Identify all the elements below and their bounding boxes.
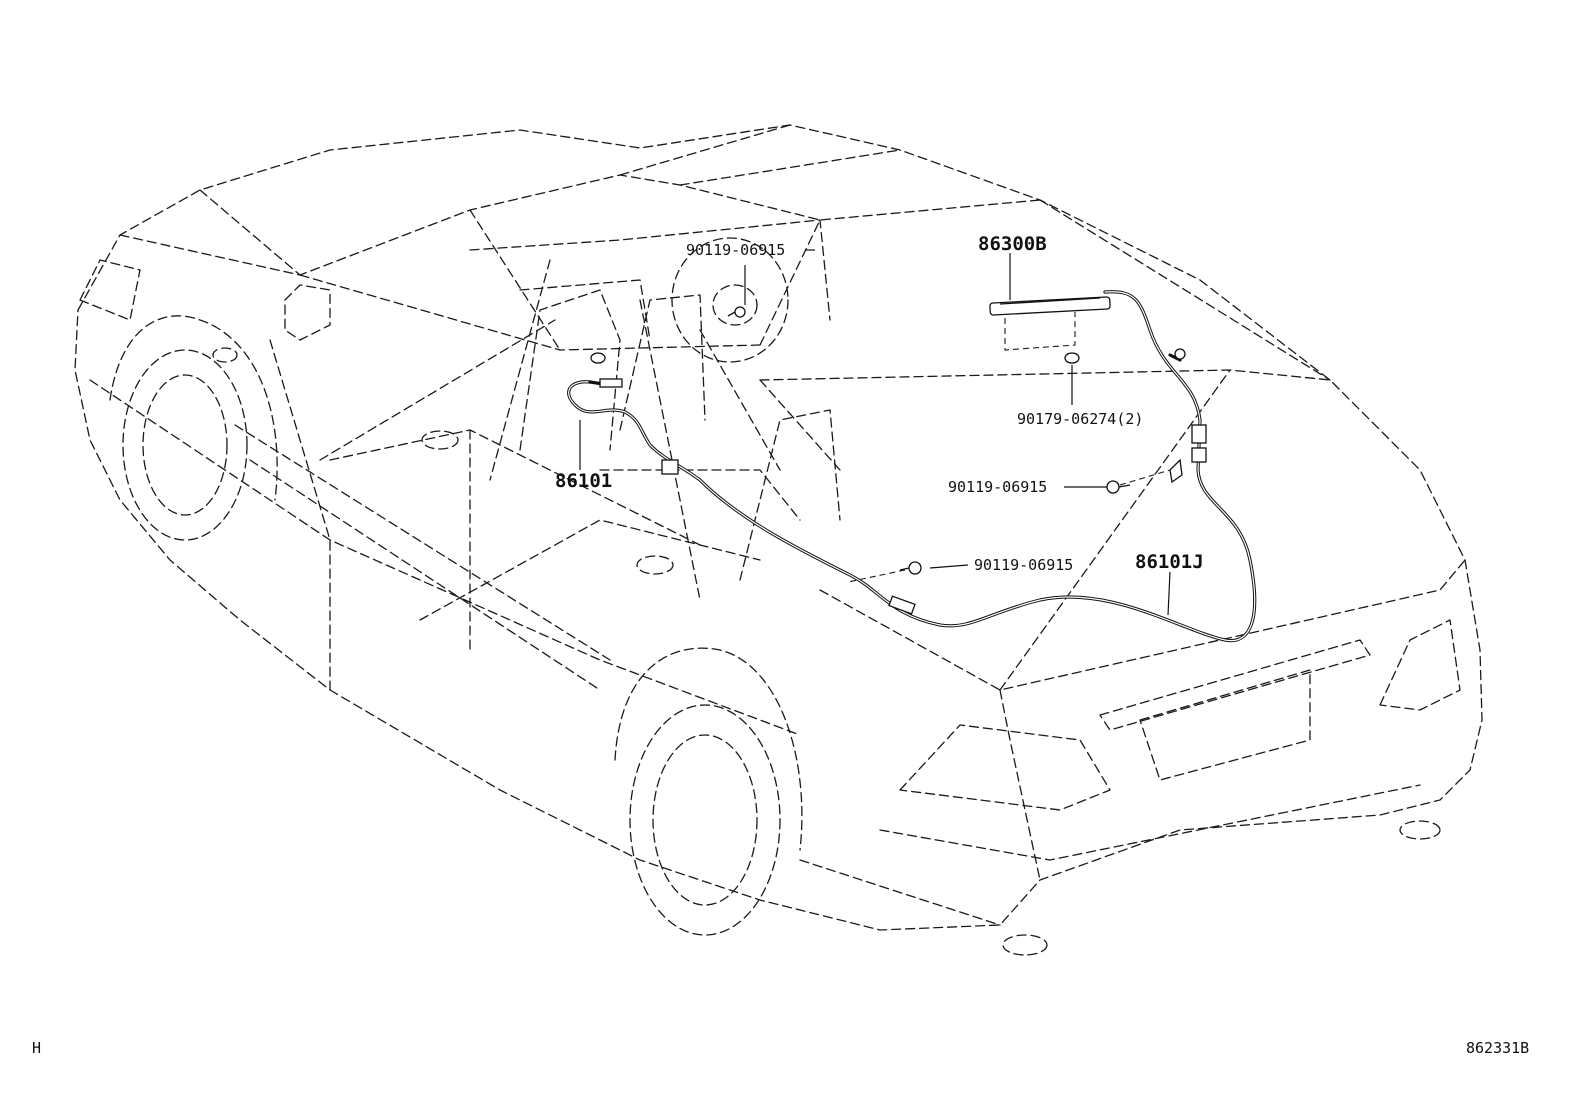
antenna-element — [989, 296, 1111, 316]
part-labels: 90119-06915 86300B 90179-06274(2) 90119-… — [555, 233, 1204, 574]
label-clip: 90179-06274(2) — [1017, 410, 1143, 428]
cable-connector — [1191, 424, 1207, 444]
cable-clamp — [888, 595, 916, 615]
front-plug — [599, 378, 623, 388]
diagram-id: 862331B — [1466, 1039, 1529, 1057]
clip-icon — [1064, 352, 1080, 364]
label-cable-front: 86101 — [555, 470, 612, 492]
bracket-icon — [1169, 458, 1183, 484]
leader-lines — [579, 249, 1171, 616]
footer-code: H — [32, 1039, 41, 1057]
antenna-cable — [567, 290, 1257, 643]
cable-end — [1174, 348, 1186, 360]
bolt-icon — [899, 561, 922, 575]
cable-connector-2 — [1191, 447, 1207, 463]
label-bolt-b: 90119-06915 — [948, 478, 1047, 496]
grommet-icon — [590, 352, 606, 364]
cable-bracket — [661, 459, 679, 475]
antenna-phantom-box — [1004, 312, 1076, 351]
label-cable-rear: 86101J — [1135, 551, 1204, 573]
label-antenna: 86300B — [978, 233, 1047, 255]
bolt-icon — [1106, 480, 1131, 494]
car-outline — [74, 124, 1483, 956]
bolt-icon — [727, 306, 746, 318]
label-bolt-c: 90119-06915 — [974, 556, 1073, 574]
label-bolt-a: 90119-06915 — [686, 241, 785, 259]
